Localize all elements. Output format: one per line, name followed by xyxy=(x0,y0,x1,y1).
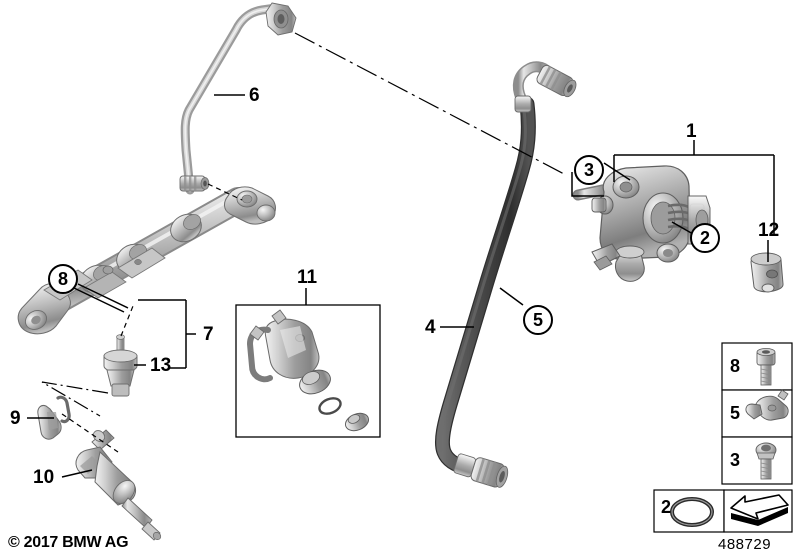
assembly-lines xyxy=(41,32,567,453)
copyright-notice: © 2017 BMW AG xyxy=(8,534,129,551)
part-8-socket-bolt xyxy=(102,265,114,275)
pump-solenoid-valve xyxy=(591,243,645,282)
assembly-clip-injector xyxy=(61,413,119,453)
legend-number-8: 8 xyxy=(730,356,741,376)
legend-icon-socket-head-bolt xyxy=(756,347,776,386)
part-6-high-pressure-line xyxy=(179,2,297,195)
leader-8-a xyxy=(73,287,125,313)
assembly-sensor-rail xyxy=(120,305,134,337)
detail-box-11 xyxy=(235,304,381,438)
part-9-retaining-clip xyxy=(37,395,71,440)
legend-bottom xyxy=(653,489,793,533)
detail-seal-large xyxy=(299,369,331,395)
callout-10-fuel-injector: 10 xyxy=(33,467,55,488)
callout-3-bolt: 3 xyxy=(574,155,604,185)
callout-6-high-pressure-line: 6 xyxy=(249,85,260,106)
part-4-fuel-hose xyxy=(434,61,577,488)
leader-10 xyxy=(61,469,93,478)
assembly-injector-chevron xyxy=(41,381,109,417)
part-12-bushing xyxy=(750,252,784,293)
assembly-line-rail xyxy=(207,183,243,201)
diagram-part-number: 488729 xyxy=(718,536,772,553)
leader-3-to-hose xyxy=(571,172,604,197)
callout-7-fuel-rail-assembly: 7 xyxy=(203,324,214,345)
detail-bracket xyxy=(246,309,320,383)
detail-o-ring xyxy=(318,397,342,415)
hose-bottom-fitting xyxy=(453,453,509,488)
leader-lines xyxy=(27,94,775,478)
legend-icon-hose-clip xyxy=(745,389,789,421)
part-10-fuel-injector xyxy=(75,429,162,541)
part-13-pressure-sensor xyxy=(103,334,138,397)
legend-number-2: 2 xyxy=(661,497,672,517)
line-upper-nut xyxy=(265,2,297,36)
legend-number-5: 5 xyxy=(730,403,741,423)
part-1-high-pressure-pump xyxy=(572,165,711,282)
legend-number-3: 3 xyxy=(730,450,741,470)
rail-upper-block xyxy=(224,186,276,225)
part-7-fuel-rail xyxy=(17,186,276,335)
detail-seal-small xyxy=(344,412,370,432)
callout-1-high-pressure-pump: 1 xyxy=(686,121,697,142)
legend-icon-flange-bolt xyxy=(755,442,777,480)
callout-13-pressure-sensor: 13 xyxy=(150,355,172,376)
leader-3-to-pump xyxy=(603,162,631,181)
callout-8-socket-bolt: 8 xyxy=(48,264,78,294)
hose-top-fitting xyxy=(512,61,577,113)
callout-5-clip: 5 xyxy=(523,305,553,335)
line-lower-nut xyxy=(179,175,210,192)
callout-12-bushing: 12 xyxy=(758,220,780,241)
legend-icon-o-ring xyxy=(670,497,714,527)
callout-2-o-ring: 2 xyxy=(690,223,720,253)
callout-11-repair-kit: 11 xyxy=(297,267,318,288)
assembly-line-main xyxy=(294,32,567,176)
legend-icon-arrow-symbol xyxy=(730,494,789,526)
legend-column xyxy=(721,342,793,485)
callout-9-retaining-clip: 9 xyxy=(10,408,21,429)
leader-5 xyxy=(499,287,524,306)
callout-4-fuel-hose: 4 xyxy=(425,317,436,338)
leader-8-b xyxy=(77,283,129,309)
